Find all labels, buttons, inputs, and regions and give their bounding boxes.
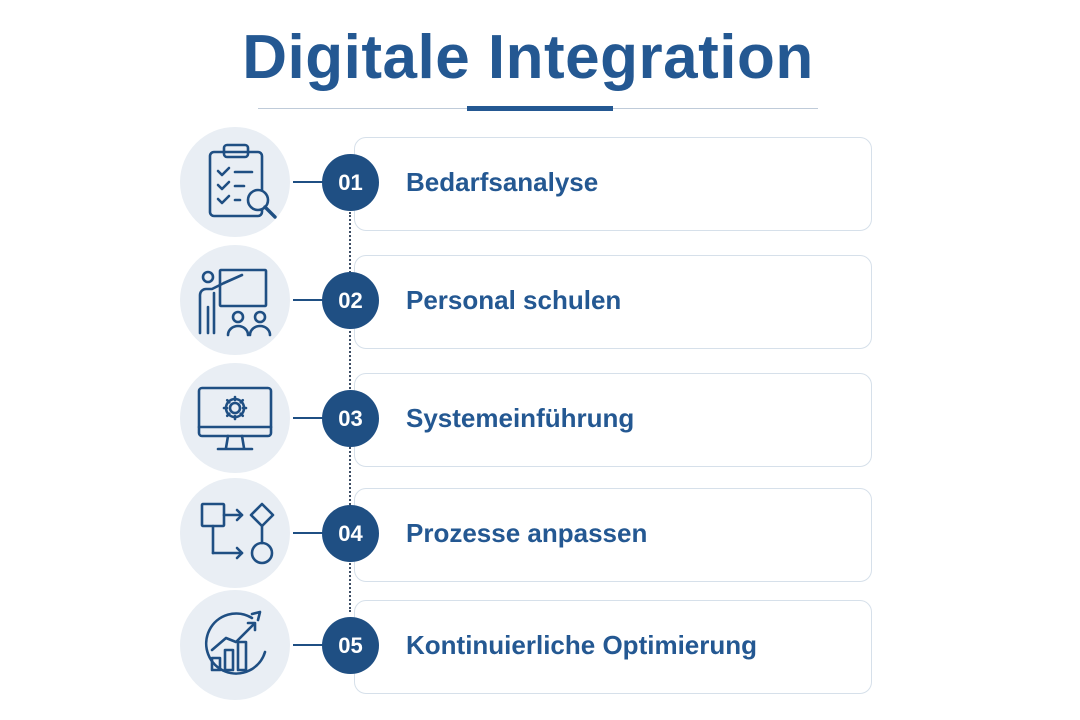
step-3: 03 Systemeinführung xyxy=(0,363,1080,473)
monitor-gear-icon xyxy=(180,363,290,473)
step-number-badge: 04 xyxy=(322,505,379,562)
step-connector xyxy=(293,532,323,534)
step-label: Kontinuierliche Optimierung xyxy=(406,630,758,660)
step-number-badge: 02 xyxy=(322,272,379,329)
step-connector xyxy=(293,299,323,301)
growth-chart-cycle-icon xyxy=(180,590,290,700)
step-card xyxy=(354,488,872,582)
step-5: 05 Kontinuierliche Optimierung xyxy=(0,590,1080,700)
step-label: Bedarfsanalyse xyxy=(406,167,599,197)
step-connector xyxy=(293,644,323,646)
step-card xyxy=(354,137,872,231)
step-card xyxy=(354,600,872,694)
step-connector xyxy=(293,181,323,183)
step-number-badge: 01 xyxy=(322,154,379,211)
presentation-training-icon xyxy=(180,245,290,355)
step-label: Prozesse anpassen xyxy=(406,518,648,548)
step-card xyxy=(354,255,872,349)
process-flowchart-icon xyxy=(180,478,290,588)
step-2: 02 Personal schulen xyxy=(0,245,1080,355)
title-accent-bar xyxy=(467,106,613,111)
page-title: Digitale Integration xyxy=(242,23,814,92)
clipboard-search-icon xyxy=(180,127,290,237)
step-number-badge: 05 xyxy=(322,617,379,674)
step-label: Systemeinführung xyxy=(406,403,635,433)
step-number-badge: 03 xyxy=(322,390,379,447)
step-connector xyxy=(293,417,323,419)
step-4: 04 Prozesse anpassen xyxy=(0,478,1080,588)
step-1: 01 Bedarfsanalyse xyxy=(0,127,1080,237)
step-label: Personal schulen xyxy=(406,285,622,315)
